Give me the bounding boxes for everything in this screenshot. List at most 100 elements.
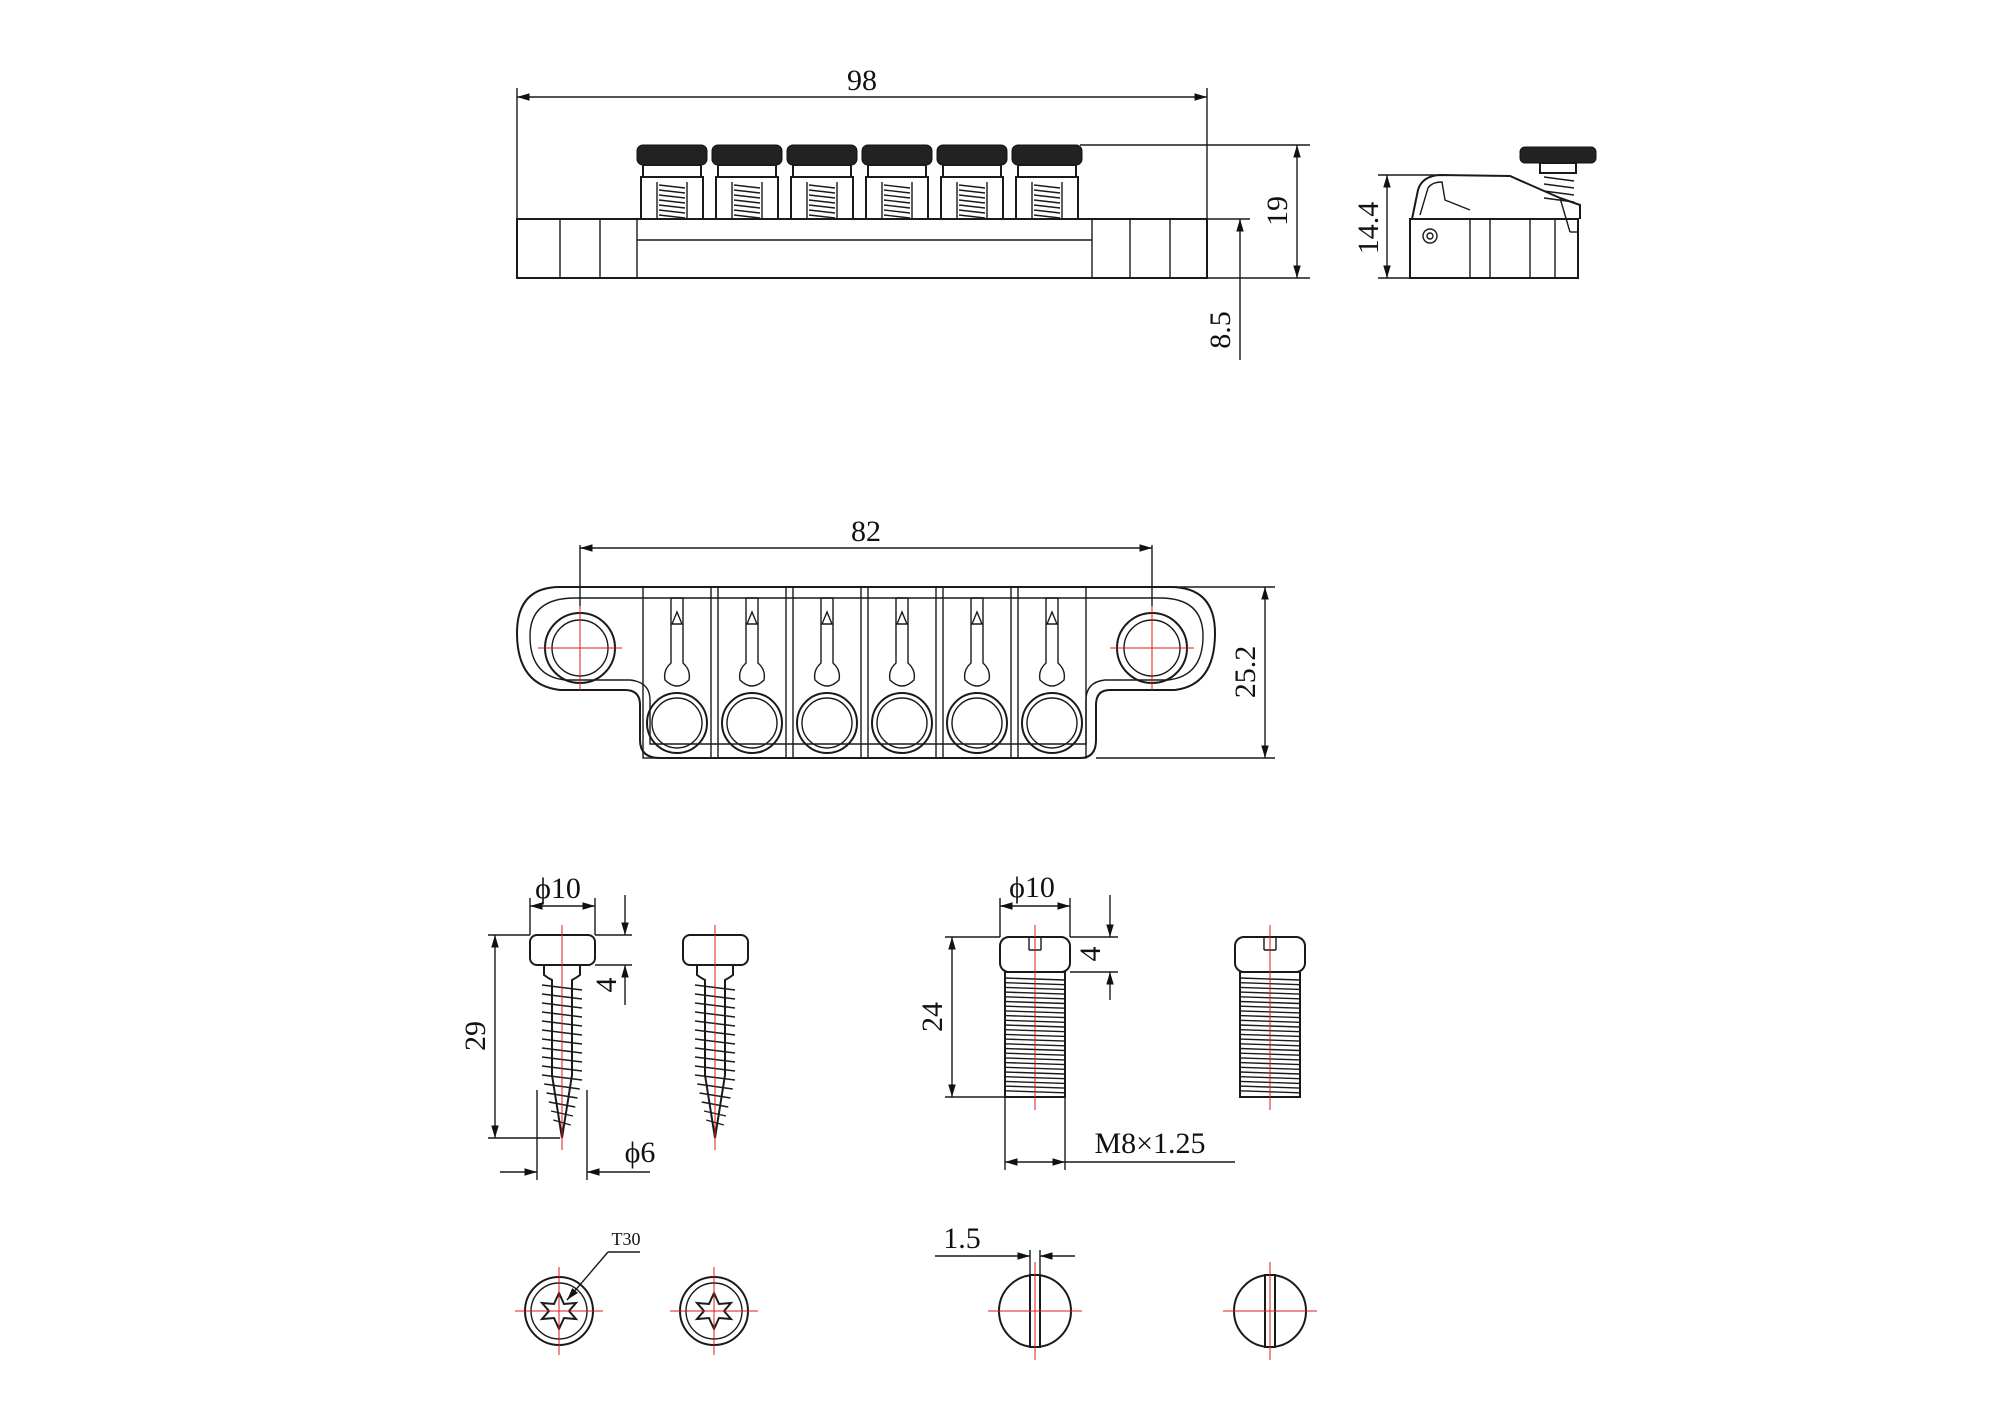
saddle-outline [942, 586, 1012, 759]
dim-head-dia-label: ϕ10 [535, 872, 581, 905]
dim-slot-width-label: 1.5 [943, 1222, 981, 1255]
thread-line [958, 214, 986, 219]
saddle-front-1 [636, 144, 708, 220]
dim-82-label: 82 [851, 515, 881, 548]
saddle-row-front [636, 144, 1083, 220]
slot-end-view-2 [1223, 1262, 1317, 1360]
dim-wood-screw: ϕ10 4 29 ϕ6 [459, 872, 655, 1180]
wheel-collar [792, 164, 852, 178]
thread-line [733, 214, 761, 219]
thread-line [658, 189, 686, 194]
thread-line [808, 194, 836, 199]
thread-line [808, 214, 836, 219]
thread-line [658, 204, 686, 209]
stud-hole-left [538, 606, 622, 690]
dim-side-height: 14.4 [1352, 174, 1440, 279]
string-notch [745, 610, 759, 625]
thread-line [808, 204, 836, 209]
saddle-row-top [642, 586, 1087, 759]
dim-98-label: 98 [847, 64, 877, 97]
thumbwheel-top [871, 692, 933, 754]
wood-screw-dimensioned [529, 925, 596, 1150]
thread-line [808, 199, 836, 204]
thumbwheel [861, 144, 933, 166]
thread-line [958, 209, 986, 214]
string-slot [663, 597, 691, 687]
dim-19-label: 19 [1261, 196, 1294, 226]
dim-bridge-width: 25.2 [1096, 586, 1275, 759]
thread-line [808, 184, 836, 189]
thread-line [1033, 209, 1061, 214]
thumbwheel [936, 144, 1008, 166]
thread-line [1033, 204, 1061, 209]
thread-line [658, 209, 686, 214]
thumbwheel-inner [726, 697, 778, 749]
thread-line [733, 199, 761, 204]
wheel-collar [717, 164, 777, 178]
dim-length-label: 29 [459, 1021, 492, 1051]
string-slot [963, 597, 991, 687]
thread-line [658, 214, 686, 219]
dim-stud-thread-label: M8×1.25 [1094, 1127, 1205, 1160]
thread-line [733, 184, 761, 189]
dim-stud-spacing: 82 [579, 515, 1153, 606]
dim-stud-head-height-label: 4 [1074, 947, 1107, 962]
saddle-body [940, 176, 1004, 220]
dim-25-2-label: 25.2 [1229, 646, 1262, 699]
thread-line [658, 184, 686, 189]
saddle-body [790, 176, 854, 220]
side-thread [1543, 176, 1575, 203]
torx-end-view-2 [670, 1267, 758, 1355]
saddle-top-3 [792, 586, 862, 759]
thumbwheel-top [946, 692, 1008, 754]
dim-thread-dia-label: ϕ6 [625, 1136, 656, 1169]
top-view [515, 586, 1217, 759]
saddle-outline [1017, 586, 1087, 759]
string-notch [895, 610, 909, 625]
thumbwheel-top [646, 692, 708, 754]
thread-line [958, 204, 986, 209]
stud-plain [1234, 925, 1306, 1110]
saddle-body [715, 176, 779, 220]
thread-line [883, 194, 911, 199]
thumbwheel [636, 144, 708, 166]
saddle-top-5 [942, 586, 1012, 759]
saddle-front-6 [1011, 144, 1083, 220]
thread-line [1033, 189, 1061, 194]
thread-line [958, 194, 986, 199]
dim-stud: ϕ10 4 24 M8×1.25 [916, 871, 1235, 1170]
thread-line [883, 199, 911, 204]
saddle-outline [867, 586, 937, 759]
dim-base-height: 8.5 [1204, 218, 1250, 360]
thread-line [658, 199, 686, 204]
saddle-front-5 [936, 144, 1008, 220]
wheel-collar [867, 164, 927, 178]
saddle-front-4 [861, 144, 933, 220]
saddle-body [1015, 176, 1079, 220]
dim-head-height-label: 4 [590, 978, 623, 993]
thread-line [958, 189, 986, 194]
saddle-top-4 [867, 586, 937, 759]
saddle-outline [642, 586, 712, 759]
thumbwheel [711, 144, 783, 166]
saddle-outline [717, 586, 787, 759]
side-view [1409, 146, 1597, 279]
thread-line [658, 194, 686, 199]
saddle-top-2 [717, 586, 787, 759]
dim-torx-label: T30 [612, 1229, 641, 1249]
saddle-body [640, 176, 704, 220]
dim-stud-head-dia-label: ϕ10 [1009, 871, 1055, 904]
thread-line [808, 209, 836, 214]
thread-line [958, 184, 986, 189]
front-view [516, 144, 1208, 279]
thread-line [883, 204, 911, 209]
thumbwheel [1011, 144, 1083, 166]
thumbwheel [786, 144, 858, 166]
string-notch [970, 610, 984, 625]
thread-line [883, 209, 911, 214]
torx-end-view: T30 [515, 1229, 641, 1355]
string-slot [813, 597, 841, 687]
string-slot [738, 597, 766, 687]
thumbwheel-inner [1026, 697, 1078, 749]
